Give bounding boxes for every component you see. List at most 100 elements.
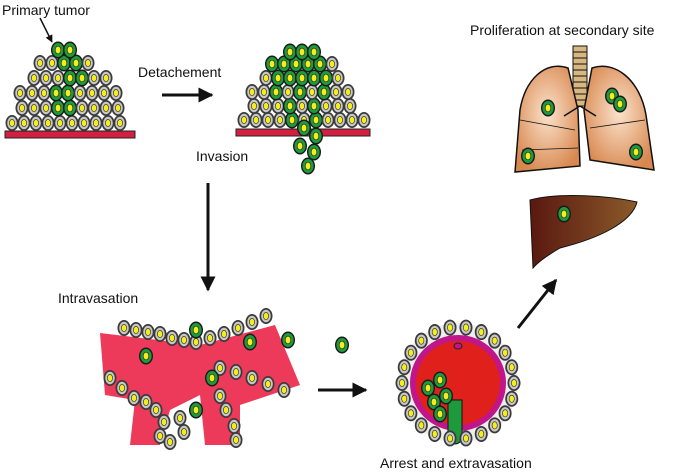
normal-cell-icon — [249, 111, 263, 129]
normal-cell-icon — [101, 114, 115, 132]
normal-cell-icon — [111, 99, 125, 117]
normal-cell-icon — [227, 417, 241, 435]
label-detachement: Detachement — [138, 64, 222, 80]
normal-cell-icon — [89, 114, 103, 132]
normal-cell-icon — [113, 114, 127, 132]
normal-cell-icon — [321, 111, 335, 129]
normal-cell-icon — [99, 69, 113, 87]
pointer-line — [39, 17, 53, 43]
normal-cell-icon — [259, 69, 273, 87]
liver-icon — [529, 195, 638, 270]
normal-cell-icon — [259, 97, 273, 115]
normal-cell-icon — [53, 114, 67, 132]
normal-cell-icon — [229, 363, 243, 381]
normal-cell-icon — [229, 431, 243, 449]
tumor-cell-icon — [242, 333, 258, 351]
normal-cell-icon — [37, 84, 51, 102]
normal-cell-icon — [305, 83, 319, 101]
tumor-cell-icon — [60, 84, 76, 102]
tumor-cell-icon — [62, 41, 78, 59]
invading-tumor-cells — [237, 43, 371, 175]
normal-cell-icon — [459, 430, 473, 447]
arrow-icon — [516, 278, 558, 329]
normal-cell-icon — [271, 97, 285, 115]
normal-cell-icon — [5, 114, 19, 132]
normal-cell-icon — [115, 379, 129, 397]
tumor-cell-icon — [264, 55, 280, 73]
tumor-cell-icon — [306, 43, 322, 61]
normal-cell-icon — [97, 84, 111, 102]
tumor-cell-icon — [296, 119, 312, 137]
normal-cell-icon — [99, 99, 113, 117]
normal-cell-icon — [487, 417, 502, 434]
normal-cell-icon — [277, 381, 291, 399]
tumor-cell-icon — [204, 369, 220, 387]
label-invasion: Invasion — [196, 148, 249, 164]
normal-cell-icon — [319, 97, 333, 115]
normal-cell-icon — [39, 99, 53, 117]
normal-cell-icon — [17, 114, 31, 132]
normal-cell-icon — [231, 319, 245, 337]
tumor-cell-icon — [432, 405, 448, 423]
label-intravasation: Intravasation — [58, 290, 139, 306]
normal-cell-icon — [459, 319, 473, 336]
tumor-cell-icon — [308, 127, 324, 145]
normal-cell-icon — [109, 84, 123, 102]
primary-tumor-cells — [5, 41, 127, 132]
normal-cell-icon — [157, 413, 171, 431]
tumor-cell-icon — [188, 321, 204, 339]
normal-cell-icon — [129, 321, 143, 339]
normal-cell-icon — [331, 69, 345, 87]
normal-cell-icon — [217, 325, 231, 343]
normal-cell-icon — [65, 114, 79, 132]
normal-cell-icon — [39, 69, 53, 87]
invasion-tumor-group — [235, 43, 371, 175]
tumor-cell-icon — [300, 157, 316, 175]
normal-cell-icon — [343, 97, 357, 115]
normal-cell-icon — [345, 111, 359, 129]
normal-cell-icon — [498, 404, 512, 422]
normal-cell-icon — [141, 323, 155, 341]
normal-cell-icon — [87, 69, 101, 87]
normal-cell-icon — [13, 84, 27, 102]
normal-cell-icon — [261, 111, 275, 129]
label-primary-tumor: Primary tumor — [2, 2, 90, 18]
normal-cell-icon — [281, 83, 295, 101]
normal-cell-icon — [507, 374, 521, 392]
tumor-cell-icon — [282, 43, 298, 61]
tumor-cell-icon — [188, 401, 204, 419]
normal-cell-icon — [237, 111, 251, 129]
vessel-cross-section — [395, 319, 521, 447]
normal-cell-icon — [404, 404, 418, 422]
label-proliferation: Proliferation at secondary site — [470, 22, 655, 38]
normal-cell-icon — [397, 358, 412, 376]
normal-cell-icon — [163, 433, 177, 451]
normal-cell-icon — [504, 358, 519, 376]
primary-tumor-group — [4, 17, 136, 139]
normal-cell-icon — [77, 114, 91, 132]
normal-cell-icon — [25, 84, 39, 102]
blood-vessel-icon — [100, 307, 300, 451]
normal-cell-icon — [487, 332, 502, 349]
tumor-cell-icon — [280, 331, 296, 349]
normal-cell-icon — [498, 344, 512, 362]
normal-cell-icon — [165, 329, 179, 347]
normal-cell-icon — [85, 84, 99, 102]
normal-cell-icon — [259, 307, 273, 325]
normal-cell-icon — [504, 390, 519, 408]
normal-cell-icon — [247, 97, 261, 115]
normal-cell-icon — [395, 374, 409, 392]
tumor-cell-icon — [432, 371, 448, 389]
normal-cell-icon — [203, 329, 217, 347]
normal-cell-icon — [73, 84, 87, 102]
normal-cell-icon — [33, 54, 47, 72]
normal-cell-icon — [443, 430, 457, 447]
tumor-cell-icon — [292, 137, 308, 155]
tumor-cell-icon — [438, 387, 454, 405]
normal-cell-icon — [474, 425, 489, 443]
normal-cell-icon — [333, 111, 347, 129]
normal-cell-icon — [213, 387, 227, 405]
normal-cell-icon — [414, 332, 429, 349]
normal-cell-icon — [414, 417, 429, 434]
normal-cell-icon — [245, 83, 259, 101]
